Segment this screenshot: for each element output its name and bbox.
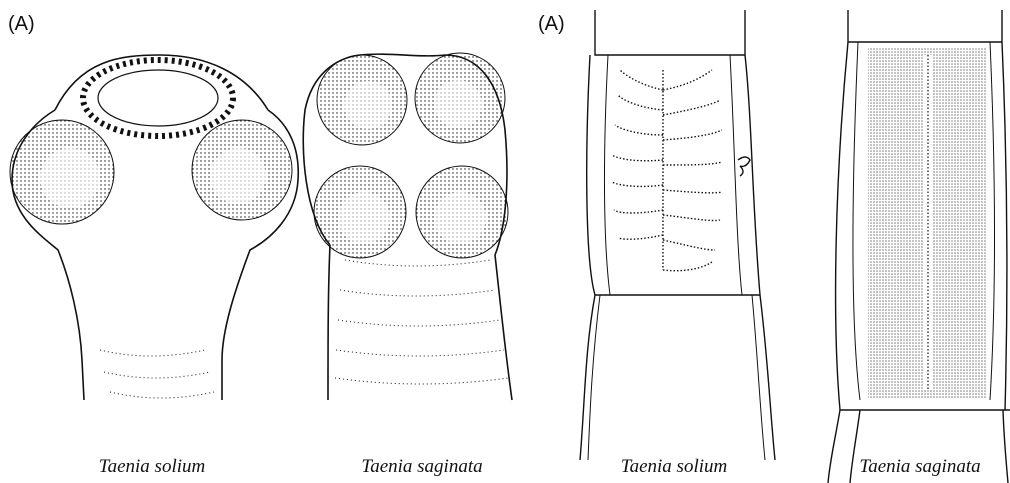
proglottid-saginata xyxy=(828,10,1010,483)
uterus-solium xyxy=(612,70,722,271)
proglottid-solium xyxy=(580,10,775,460)
rostellum-hooks xyxy=(83,60,233,136)
caption-proglottid-saginata: Taenia saginata xyxy=(859,457,980,476)
rostellum-inner xyxy=(98,70,218,126)
caption-scolex-saginata: Taenia saginata xyxy=(361,457,482,476)
sucker-right-solium-cup xyxy=(210,148,266,204)
sucker-left-solium-cup xyxy=(40,148,100,208)
caption-scolex-solium: Taenia solium xyxy=(99,457,205,476)
neck-striations-solium xyxy=(100,350,214,398)
neck-striations-saginata xyxy=(335,260,508,384)
scolex-saginata xyxy=(303,53,512,400)
scolex-solium xyxy=(10,55,298,400)
proglottid-solium-outline xyxy=(580,10,775,460)
caption-proglottid-solium: Taenia solium xyxy=(621,457,727,476)
genital-pore-solium xyxy=(738,157,750,176)
